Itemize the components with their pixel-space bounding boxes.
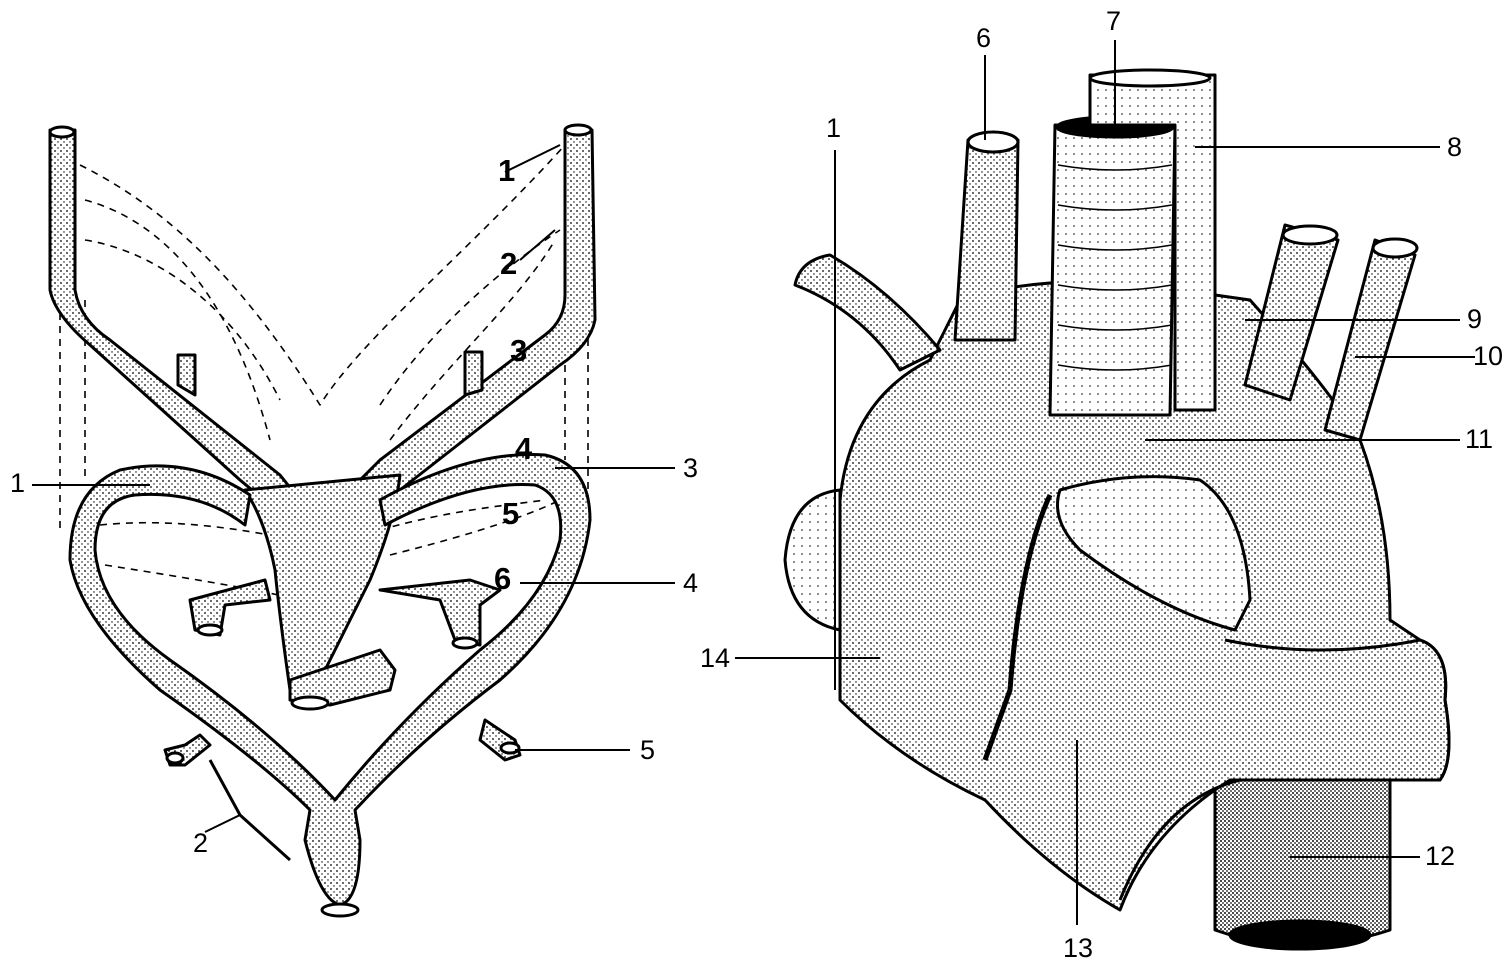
arch-number-2: 2 <box>500 248 517 279</box>
common-carotid <box>955 140 1018 340</box>
right-leader-1: 1 <box>826 115 841 142</box>
trachea <box>1050 125 1175 415</box>
left-subclavian <box>1325 240 1415 440</box>
left-leader-5: 5 <box>640 737 655 764</box>
arch-number-6: 6 <box>494 563 511 594</box>
lower-mid-branch <box>380 580 500 645</box>
brachiocephalic-branch <box>795 255 940 370</box>
right-leader-14: 14 <box>700 645 730 672</box>
right-leader-8: 8 <box>1447 134 1462 161</box>
small-stub-top-right <box>465 352 482 395</box>
right-leader-7: 7 <box>1106 8 1121 35</box>
arch-number-3: 3 <box>510 335 527 366</box>
right-leader-11: 11 <box>1465 426 1493 453</box>
right-leader-9: 9 <box>1467 306 1482 333</box>
right-adult-heart <box>785 70 1449 949</box>
right-leader-12: 12 <box>1425 843 1455 870</box>
descending-aorta <box>1215 760 1390 945</box>
left-dorsal-upper <box>50 130 300 505</box>
right-leader-6: 6 <box>976 25 991 52</box>
left-leader-4: 4 <box>683 570 698 597</box>
left-leader-1: 1 <box>10 470 25 497</box>
right-leader-13: 13 <box>1063 935 1093 962</box>
arch-number-5: 5 <box>502 498 519 529</box>
left-leader-2: 2 <box>193 830 208 857</box>
arch-number-4: 4 <box>515 433 532 464</box>
right-leader-10: 10 <box>1473 343 1503 370</box>
arch-number-1: 1 <box>498 155 515 186</box>
left-leader-3: 3 <box>683 455 698 482</box>
left-auricle <box>785 490 840 630</box>
small-stub-top-left <box>178 355 195 395</box>
right-dorsal-upper <box>360 130 595 510</box>
